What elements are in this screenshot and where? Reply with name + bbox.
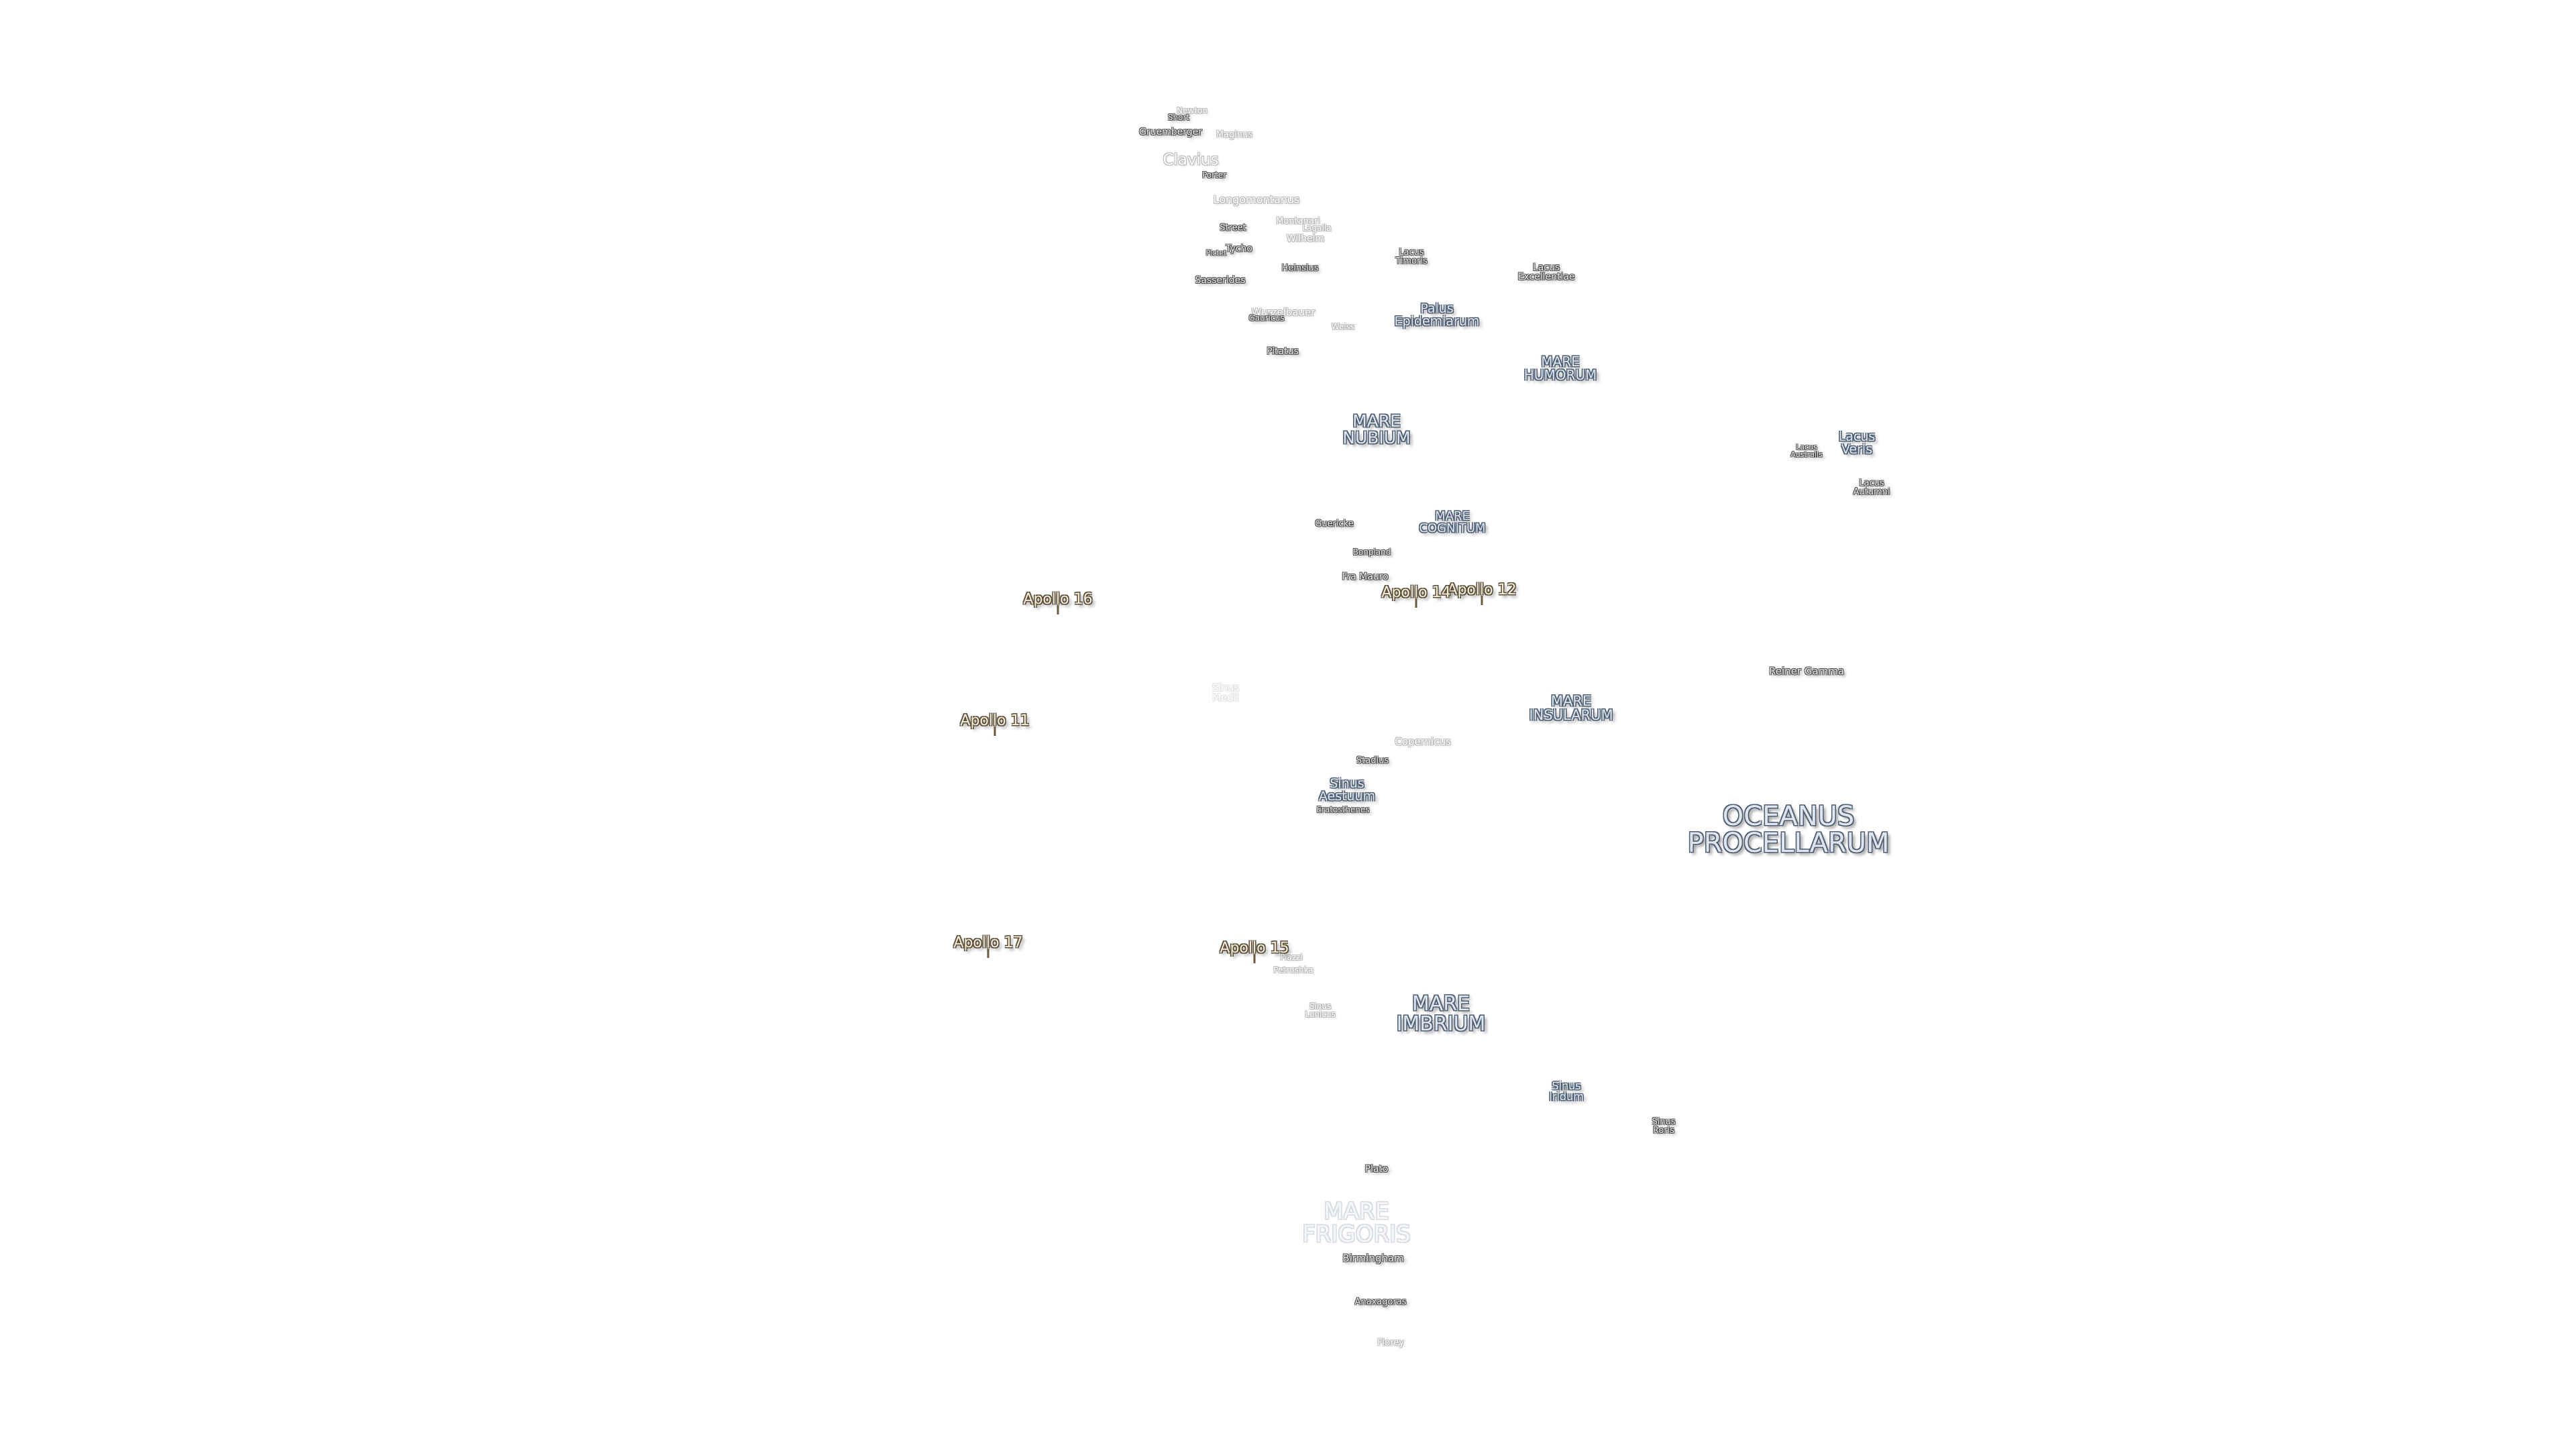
map-label-anaxagoras[interactable]: Anaxagoras [1354, 1297, 1407, 1307]
map-label-longomontanus[interactable]: Longomontanus [1213, 193, 1300, 206]
map-label-weiss[interactable]: Weiss [1331, 322, 1355, 331]
map-label-apollo-12[interactable]: Apollo 12 [1447, 582, 1517, 598]
map-label-florey[interactable]: Florey [1377, 1338, 1404, 1348]
map-label-wilhelm[interactable]: Wilhelm [1286, 233, 1325, 244]
map-label-eratosthenes[interactable]: Eratosthenes [1316, 805, 1370, 814]
map-label-apollo-14[interactable]: Apollo 14 [1381, 584, 1451, 601]
map-label-lagalla[interactable]: Lagalla [1302, 223, 1332, 233]
map-label-clavius[interactable]: Clavius [1163, 151, 1219, 169]
map-label-apollo-15[interactable]: Apollo 15 [1220, 940, 1289, 957]
map-label-porter[interactable]: Porter [1201, 170, 1227, 180]
landing-site-marker-apollo-15 [1253, 953, 1256, 963]
map-label-gruemberger[interactable]: Gruemberger [1139, 127, 1202, 138]
map-label-apollo-11[interactable]: Apollo 11 [960, 712, 1030, 729]
landing-site-marker-apollo-17 [987, 948, 989, 958]
map-label-apollo-17[interactable]: Apollo 17 [953, 934, 1023, 951]
landing-site-marker-apollo-11 [994, 726, 996, 736]
map-label-pictet[interactable]: Pictet [1205, 248, 1227, 258]
landing-site-marker-apollo-16 [1057, 604, 1059, 614]
map-label-copernicus[interactable]: Copernicus [1395, 735, 1451, 748]
map-label-heinsius[interactable]: Heinsius [1281, 263, 1319, 274]
map-label-plato[interactable]: Plato [1364, 1164, 1389, 1175]
map-label-montanari[interactable]: Montanari [1276, 216, 1320, 227]
map-label-reiner-gamma[interactable]: Reiner Gamma [1768, 665, 1845, 678]
map-label-sasserides[interactable]: Sasserides [1195, 275, 1246, 286]
map-label-street[interactable]: Street [1220, 223, 1246, 233]
map-label-birmingham[interactable]: Birmingham [1342, 1252, 1404, 1265]
map-label-guericke[interactable]: Guericke [1315, 519, 1354, 529]
landing-site-marker-apollo-14 [1415, 598, 1417, 608]
map-label-apollo-16[interactable]: Apollo 16 [1023, 591, 1093, 608]
map-label-stadius[interactable]: Stadius [1356, 755, 1389, 766]
map-label-bonpland[interactable]: Bonpland [1352, 547, 1391, 557]
map-label-fra-mauro[interactable]: Fra Mauro [1342, 572, 1389, 582]
map-label-piazzi[interactable]: Piazzi [1280, 953, 1303, 962]
map-label-short[interactable]: Short [1167, 113, 1190, 122]
map-label-tycho[interactable]: Tycho [1226, 244, 1252, 254]
map-label-maginus[interactable]: Maginus [1216, 129, 1253, 140]
map-label-wurzelbauer[interactable]: Wurzelbauer [1251, 306, 1316, 319]
map-label-petrushka[interactable]: Petrushka [1273, 965, 1313, 975]
map-label-pitatus[interactable]: Pitatus [1267, 346, 1299, 357]
map-label-gauricus[interactable]: Gauricus [1248, 313, 1285, 323]
map-label-newton[interactable]: Newton [1177, 106, 1208, 115]
landing-site-marker-apollo-12 [1481, 595, 1483, 605]
